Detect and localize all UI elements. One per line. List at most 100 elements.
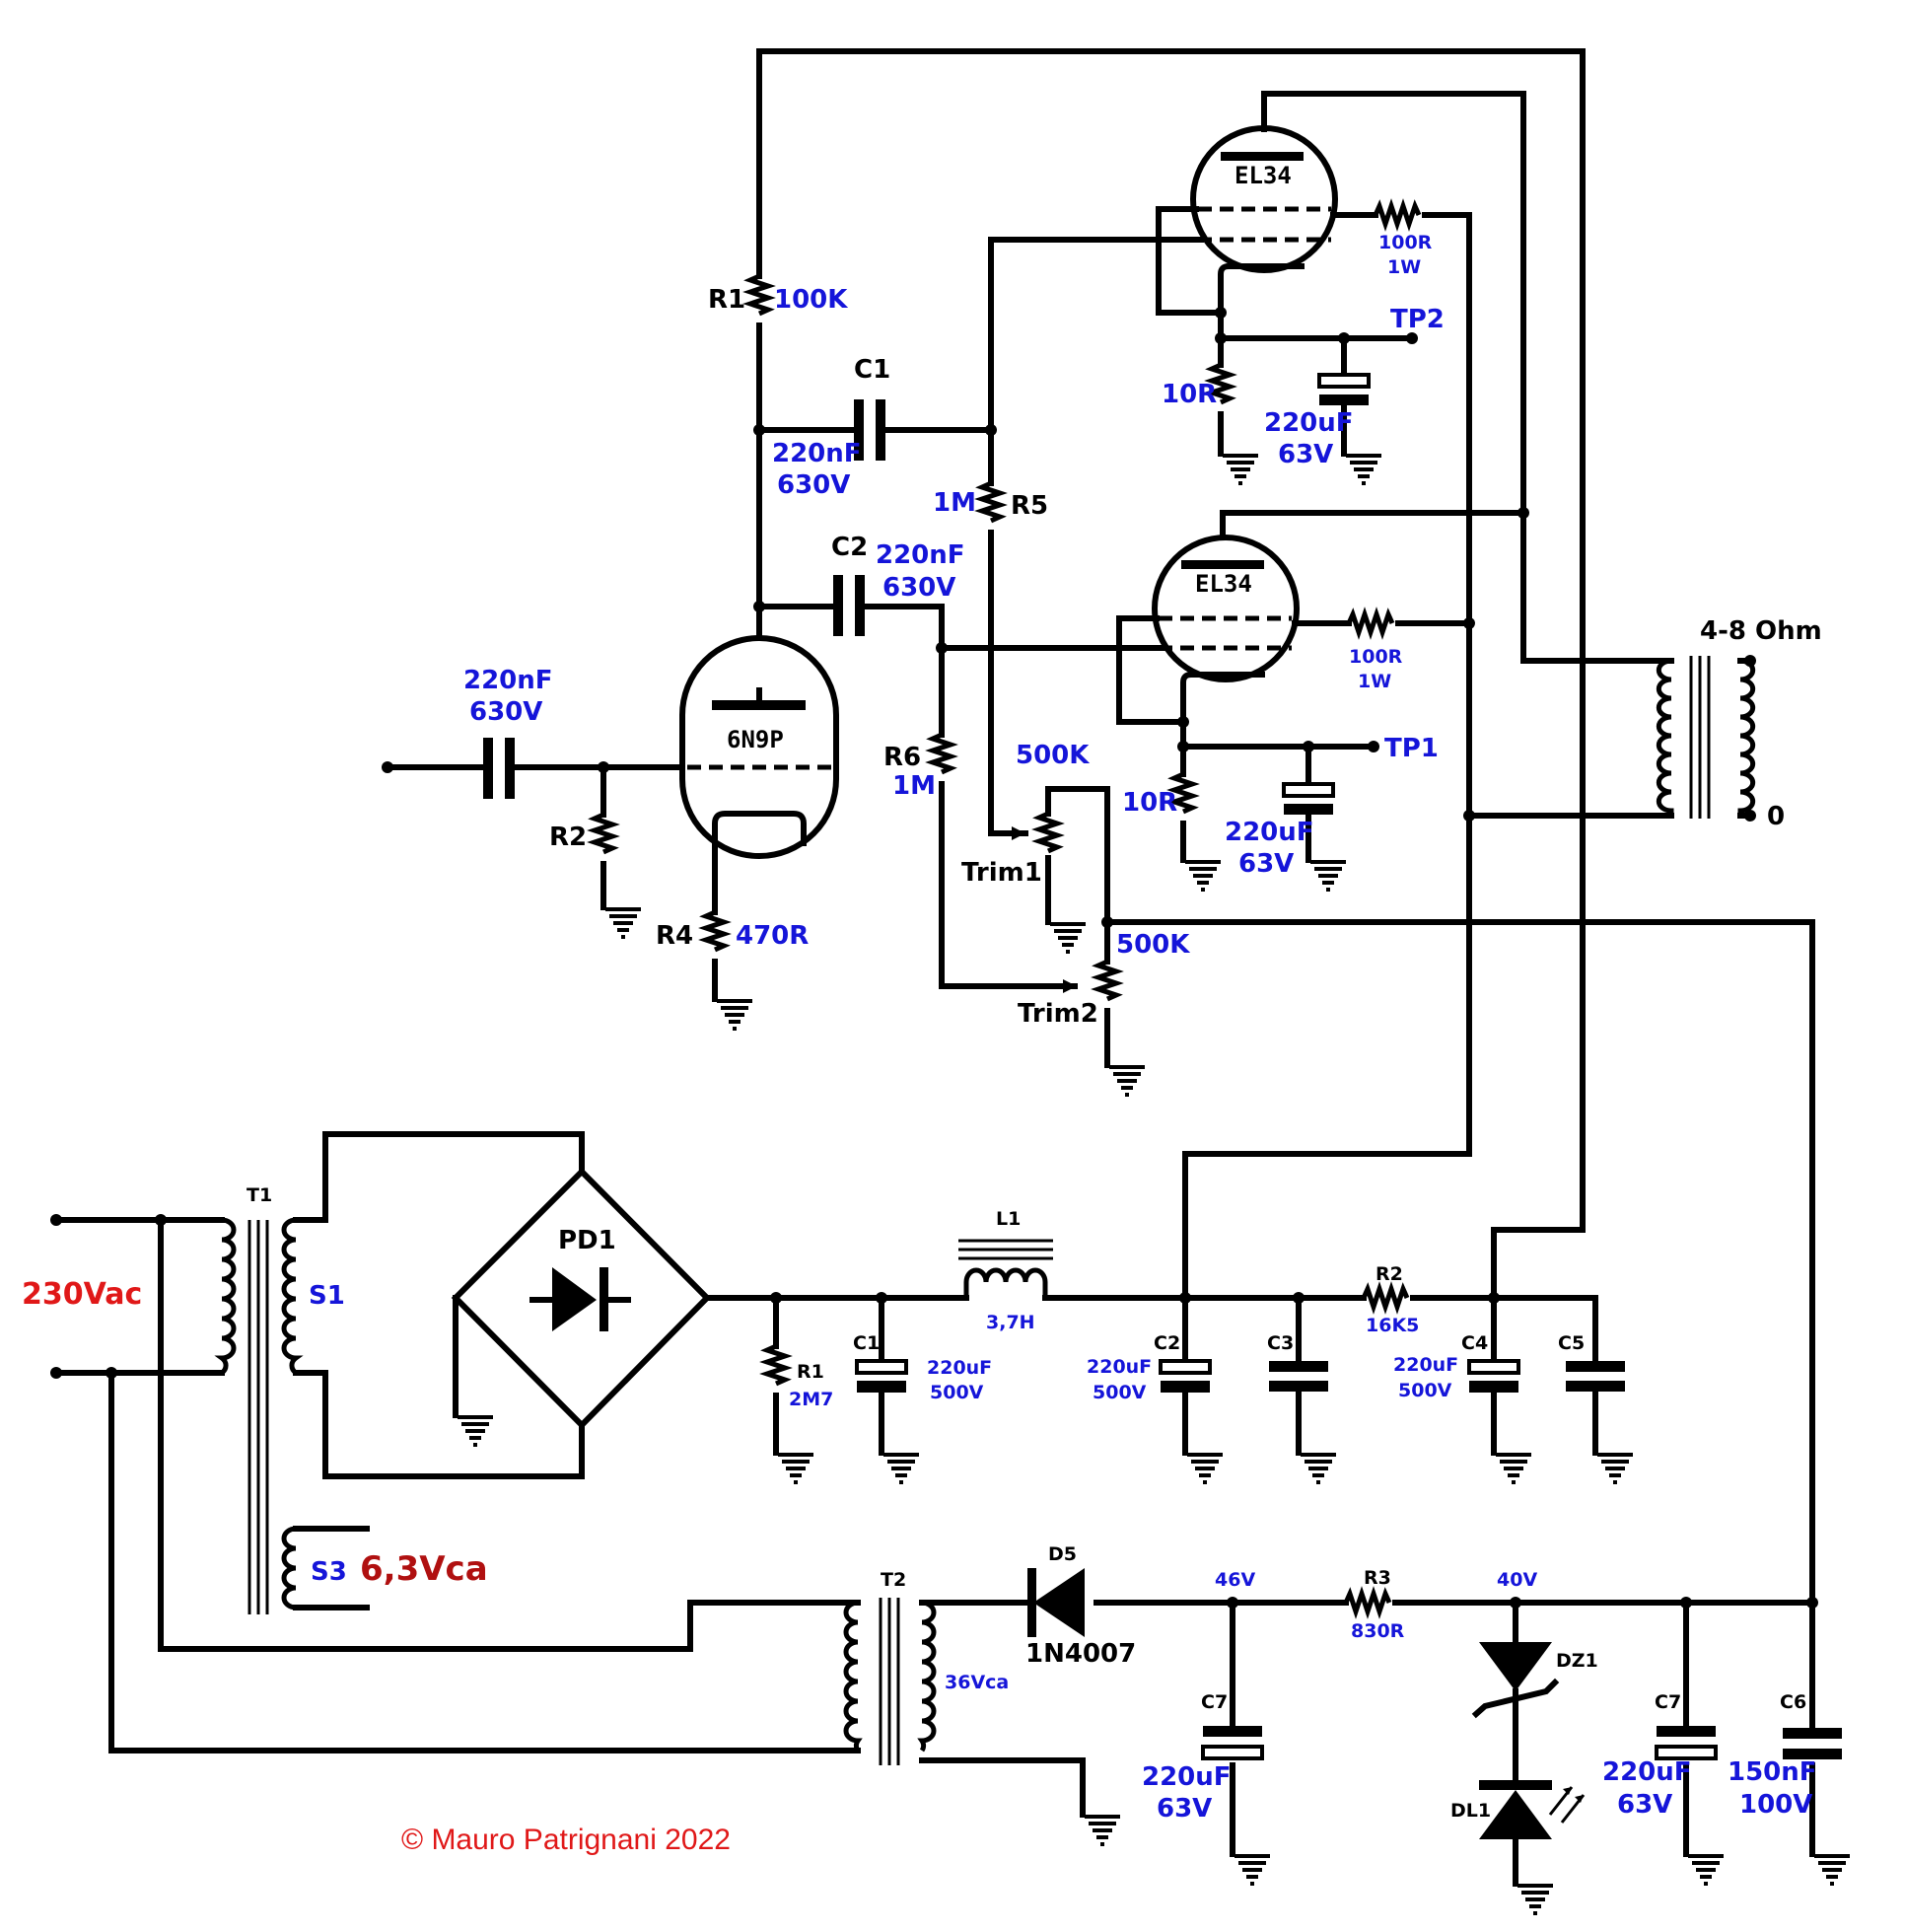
tube-el34-top: EL34 xyxy=(1190,125,1338,299)
psu-c1-ref: C1 xyxy=(853,1332,880,1354)
c1-voltage: 630V xyxy=(777,470,850,500)
voltage-40v: 40V xyxy=(1497,1569,1537,1591)
r5-resistor xyxy=(974,480,1008,524)
bridge-rectifier-pd1: PD1 xyxy=(451,1167,712,1430)
t2-primary-feed-bottom xyxy=(108,1370,861,1753)
r6-resistor xyxy=(925,732,958,775)
tp1-wire xyxy=(1180,744,1376,787)
ck-top-plate-neg xyxy=(1319,394,1369,405)
c6-ground-icon xyxy=(1812,1854,1852,1886)
el34-top-g1-wire xyxy=(1156,206,1224,316)
pd1-diamond xyxy=(451,1167,712,1430)
l1-value: 3,7H xyxy=(986,1312,1035,1333)
tube-6n9p-cathode xyxy=(712,811,807,846)
psu-c3-plate-a xyxy=(1269,1361,1328,1372)
d5-diode-icon xyxy=(1033,1568,1085,1637)
t2-primary-coil xyxy=(843,1600,863,1753)
tube-el34-top-envelope xyxy=(1190,125,1338,273)
c1-value: 220nF xyxy=(772,439,862,468)
c7b-voltage: 63V xyxy=(1617,1790,1672,1820)
ck-top-voltage: 63V xyxy=(1278,440,1333,469)
tube-el34-top-anode xyxy=(1221,152,1304,161)
t1-s1-to-bridge xyxy=(293,1131,585,1479)
rg-bottom-resistor xyxy=(1346,607,1395,640)
ck-top-ground-icon xyxy=(1344,454,1383,485)
d5-part: 1N4007 xyxy=(1025,1639,1136,1669)
ot-primary-coil xyxy=(1656,658,1674,816)
ck-bottom-plate-pos xyxy=(1282,782,1335,798)
c7a-plate-pos xyxy=(1201,1745,1264,1760)
tube-6n9p-label: 6N9P xyxy=(727,726,784,753)
amplifier-section: R1 100K C1 220nF 630V 1M R5 C2 220nF 630… xyxy=(382,48,1822,1606)
output-transformer: 4-8 Ohm 0 xyxy=(1604,616,1822,831)
psu-c2-voltage: 500V xyxy=(1093,1382,1147,1403)
tube-el34-top-label: EL34 xyxy=(1235,162,1292,189)
psu-c3-ground-icon xyxy=(1299,1453,1338,1484)
c6-ref: C6 xyxy=(1780,1691,1806,1713)
psu-c2-plate-neg xyxy=(1161,1381,1210,1393)
c7a-ground-icon xyxy=(1233,1854,1272,1886)
pd1-ref: PD1 xyxy=(558,1226,616,1255)
c2-plate-b xyxy=(855,575,865,636)
r4-ground-icon xyxy=(715,999,754,1031)
junction-g2 xyxy=(1463,617,1475,629)
psu-c5-ground-icon xyxy=(1595,1453,1635,1484)
psu-c4-plate-neg xyxy=(1469,1381,1518,1393)
el34-bottom-anode-wire xyxy=(1220,510,1526,540)
c7a-voltage: 63V xyxy=(1157,1794,1212,1824)
ot-impedance-label: 4-8 Ohm xyxy=(1700,616,1822,646)
psu-c1-ground-icon xyxy=(882,1453,921,1484)
el34-top-grid-wire xyxy=(988,237,1204,433)
junction-ck-top xyxy=(1338,332,1350,344)
psu-c4-voltage: 500V xyxy=(1398,1380,1452,1401)
tp2-terminal xyxy=(1406,332,1418,344)
hv-rail xyxy=(704,1295,1598,1324)
mains-label: 230Vac xyxy=(22,1277,142,1312)
r3-ref: R3 xyxy=(1364,1567,1391,1589)
trim1-ground-icon xyxy=(1048,922,1088,954)
ot-output-terminal-bottom xyxy=(1744,810,1756,822)
dl1-ground-icon xyxy=(1516,1884,1555,1915)
ot-zero-label: 0 xyxy=(1767,802,1785,831)
tube-el34-bottom-anode xyxy=(1181,560,1264,569)
rk-bottom-ground-icon xyxy=(1183,860,1223,892)
l1-coil xyxy=(963,1267,1048,1298)
c7b-plate-pos xyxy=(1655,1745,1718,1760)
ck-bottom-ground-icon xyxy=(1308,860,1348,892)
tp1-terminal xyxy=(1368,741,1379,752)
c7b-ref: C7 xyxy=(1655,1691,1681,1713)
t1-s3-coil xyxy=(281,1526,297,1610)
r2-ref: R2 xyxy=(549,823,587,852)
s1-label: S1 xyxy=(309,1281,345,1311)
rk-top-ground-icon xyxy=(1221,454,1260,485)
ck-bottom-voltage: 63V xyxy=(1238,849,1294,879)
t2-ref: T2 xyxy=(881,1569,906,1591)
cin-value: 220nF xyxy=(463,666,553,695)
junction-top-k1 xyxy=(1215,307,1227,319)
t2-ground-icon xyxy=(1083,1815,1122,1846)
tp2-label: TP2 xyxy=(1390,305,1445,334)
t2-secondary-coil xyxy=(917,1600,937,1753)
power-supply-section: 230Vac T1 S1 S3 6,3Vca PD1 xyxy=(22,1131,1635,1614)
psu-c3-plate-b xyxy=(1269,1381,1328,1392)
psu-c4-ground-icon xyxy=(1494,1453,1533,1484)
rg-bottom-value: 100R xyxy=(1349,646,1403,668)
psu-c1-value: 220uF xyxy=(927,1357,992,1379)
r5-ref: R5 xyxy=(1011,491,1048,521)
trim2-resistor xyxy=(1091,959,1124,1002)
psu-c5-ref: C5 xyxy=(1558,1332,1585,1354)
psu-c4-ref: C4 xyxy=(1461,1332,1488,1354)
r2-resistor xyxy=(587,812,620,855)
choke-l1: L1 3,7H xyxy=(958,1208,1053,1333)
trim2-arrow xyxy=(1063,979,1077,993)
c6-plate-a xyxy=(1783,1728,1842,1739)
c6-value: 150nF xyxy=(1728,1757,1817,1787)
psu-c4-value: 220uF xyxy=(1393,1354,1458,1376)
r2-ground-icon xyxy=(603,907,643,939)
c7b-plate-neg xyxy=(1657,1726,1716,1737)
bridge-ground-icon xyxy=(456,1415,495,1447)
junction-bot-k1 xyxy=(1177,716,1189,728)
ck-top-value: 220uF xyxy=(1264,408,1354,438)
psu-c2-ref: C2 xyxy=(1154,1332,1180,1354)
